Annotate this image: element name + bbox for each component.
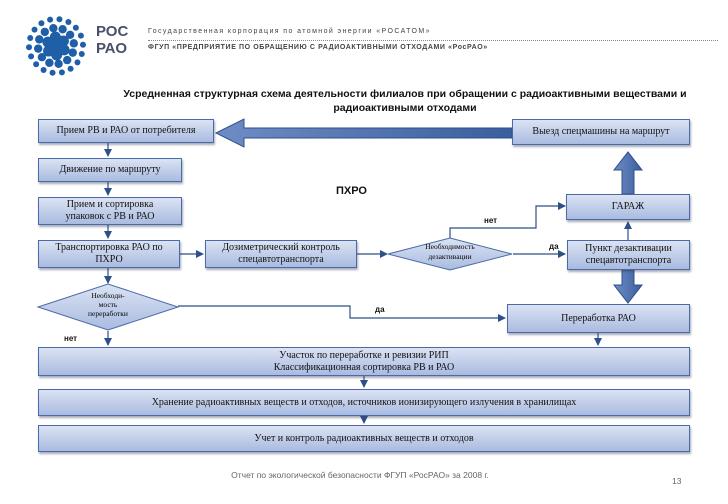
arrow-diamond-net-to-garazh xyxy=(449,202,566,240)
label-da-pererab: да xyxy=(375,305,385,314)
diamond-dezaktivacii-shape xyxy=(387,237,513,271)
box-sortirovka-label: Прием и сортировка упаковок с РВ и РАО xyxy=(65,199,155,222)
org-line-rosatom: Государственная корпорация по атомной эн… xyxy=(148,28,431,35)
label-net-dezakt: нет xyxy=(484,216,498,225)
logo-text-rao: РАО xyxy=(96,40,127,57)
box-pererabotka-label: Переработка РАО xyxy=(561,312,636,324)
box-sortirovka: Прием и сортировка упаковок с РВ и РАО xyxy=(38,197,182,225)
diamond-dezaktivacii-label: Необходимость дезактивации xyxy=(425,242,475,261)
band-uchet-label: Учет и контроль радиоактивных веществ и … xyxy=(254,432,474,444)
big-arrow-vyezd-to-priem xyxy=(214,118,513,148)
band-hranenie-label: Хранение радиоактивных веществ и отходов… xyxy=(151,396,577,408)
box-pererabotka: Переработка РАО xyxy=(507,304,690,333)
header-divider xyxy=(148,40,718,41)
band-uchet: Учет и контроль радиоактивных веществ и … xyxy=(38,425,690,452)
box-dozimetr-label: Дозиметрический контроль спецавтотранспо… xyxy=(222,242,340,265)
org-line-rosrao: ФГУП «ПРЕДПРИЯТИЕ ПО ОБРАЩЕНИЮ С РАДИОАК… xyxy=(148,44,488,51)
footer-report-text: Отчет по экологической безопасности ФГУП… xyxy=(231,470,489,480)
rosrao-logo-dots xyxy=(26,16,86,76)
box-dvizhenie-label: Движение по маршруту xyxy=(59,164,161,175)
box-dvizhenie: Движение по маршруту xyxy=(38,158,182,182)
band-hranenie: Хранение радиоактивных веществ и отходов… xyxy=(38,389,690,416)
box-priem: Прием РВ и РАО от потребителя xyxy=(38,119,214,143)
box-punkt: Пункт дезактивации спецавтотранспорта xyxy=(567,240,690,270)
box-garazh: ГАРАЖ xyxy=(566,194,690,220)
diamond-pererabotki-label: Необходи- мость переработки xyxy=(88,291,128,318)
box-dozimetr: Дозиметрический контроль спецавтотранспо… xyxy=(205,240,357,268)
label-pxro: ПХРО xyxy=(336,185,367,197)
page-title: Усредненная структурная схема деятельнос… xyxy=(123,88,687,114)
label-net-pererab: нет xyxy=(64,334,78,343)
label-da-dezakt: да xyxy=(549,242,559,251)
page-number: 13 xyxy=(672,476,682,486)
band-uchastok-label: Участок по переработке и ревизии РИП Кла… xyxy=(273,349,455,373)
box-punkt-label: Пункт дезактивации спецавтотранспорта xyxy=(585,243,672,266)
box-priem-label: Прием РВ и РАО от потребителя xyxy=(56,125,196,136)
big-arrow-garazh-to-vyezd xyxy=(612,151,644,195)
box-vyezd-label: Выезд спецмашины на маршрут xyxy=(532,126,670,137)
arrow-pererab-da-to-pererabotka xyxy=(178,305,506,322)
box-transport: Транспортировка РАО по ПХРО xyxy=(38,240,180,268)
big-arrow-punkt-to-pererabotka xyxy=(612,269,644,304)
box-garazh-label: ГАРАЖ xyxy=(611,201,645,212)
band-uchastok: Участок по переработке и ревизии РИП Кла… xyxy=(38,347,690,376)
diamond-pererabotki-shape xyxy=(36,283,180,331)
logo-text-ros: РОС xyxy=(96,23,129,40)
box-transport-label: Транспортировка РАО по ПХРО xyxy=(55,242,163,265)
box-vyezd: Выезд спецмашины на маршрут xyxy=(512,119,690,145)
